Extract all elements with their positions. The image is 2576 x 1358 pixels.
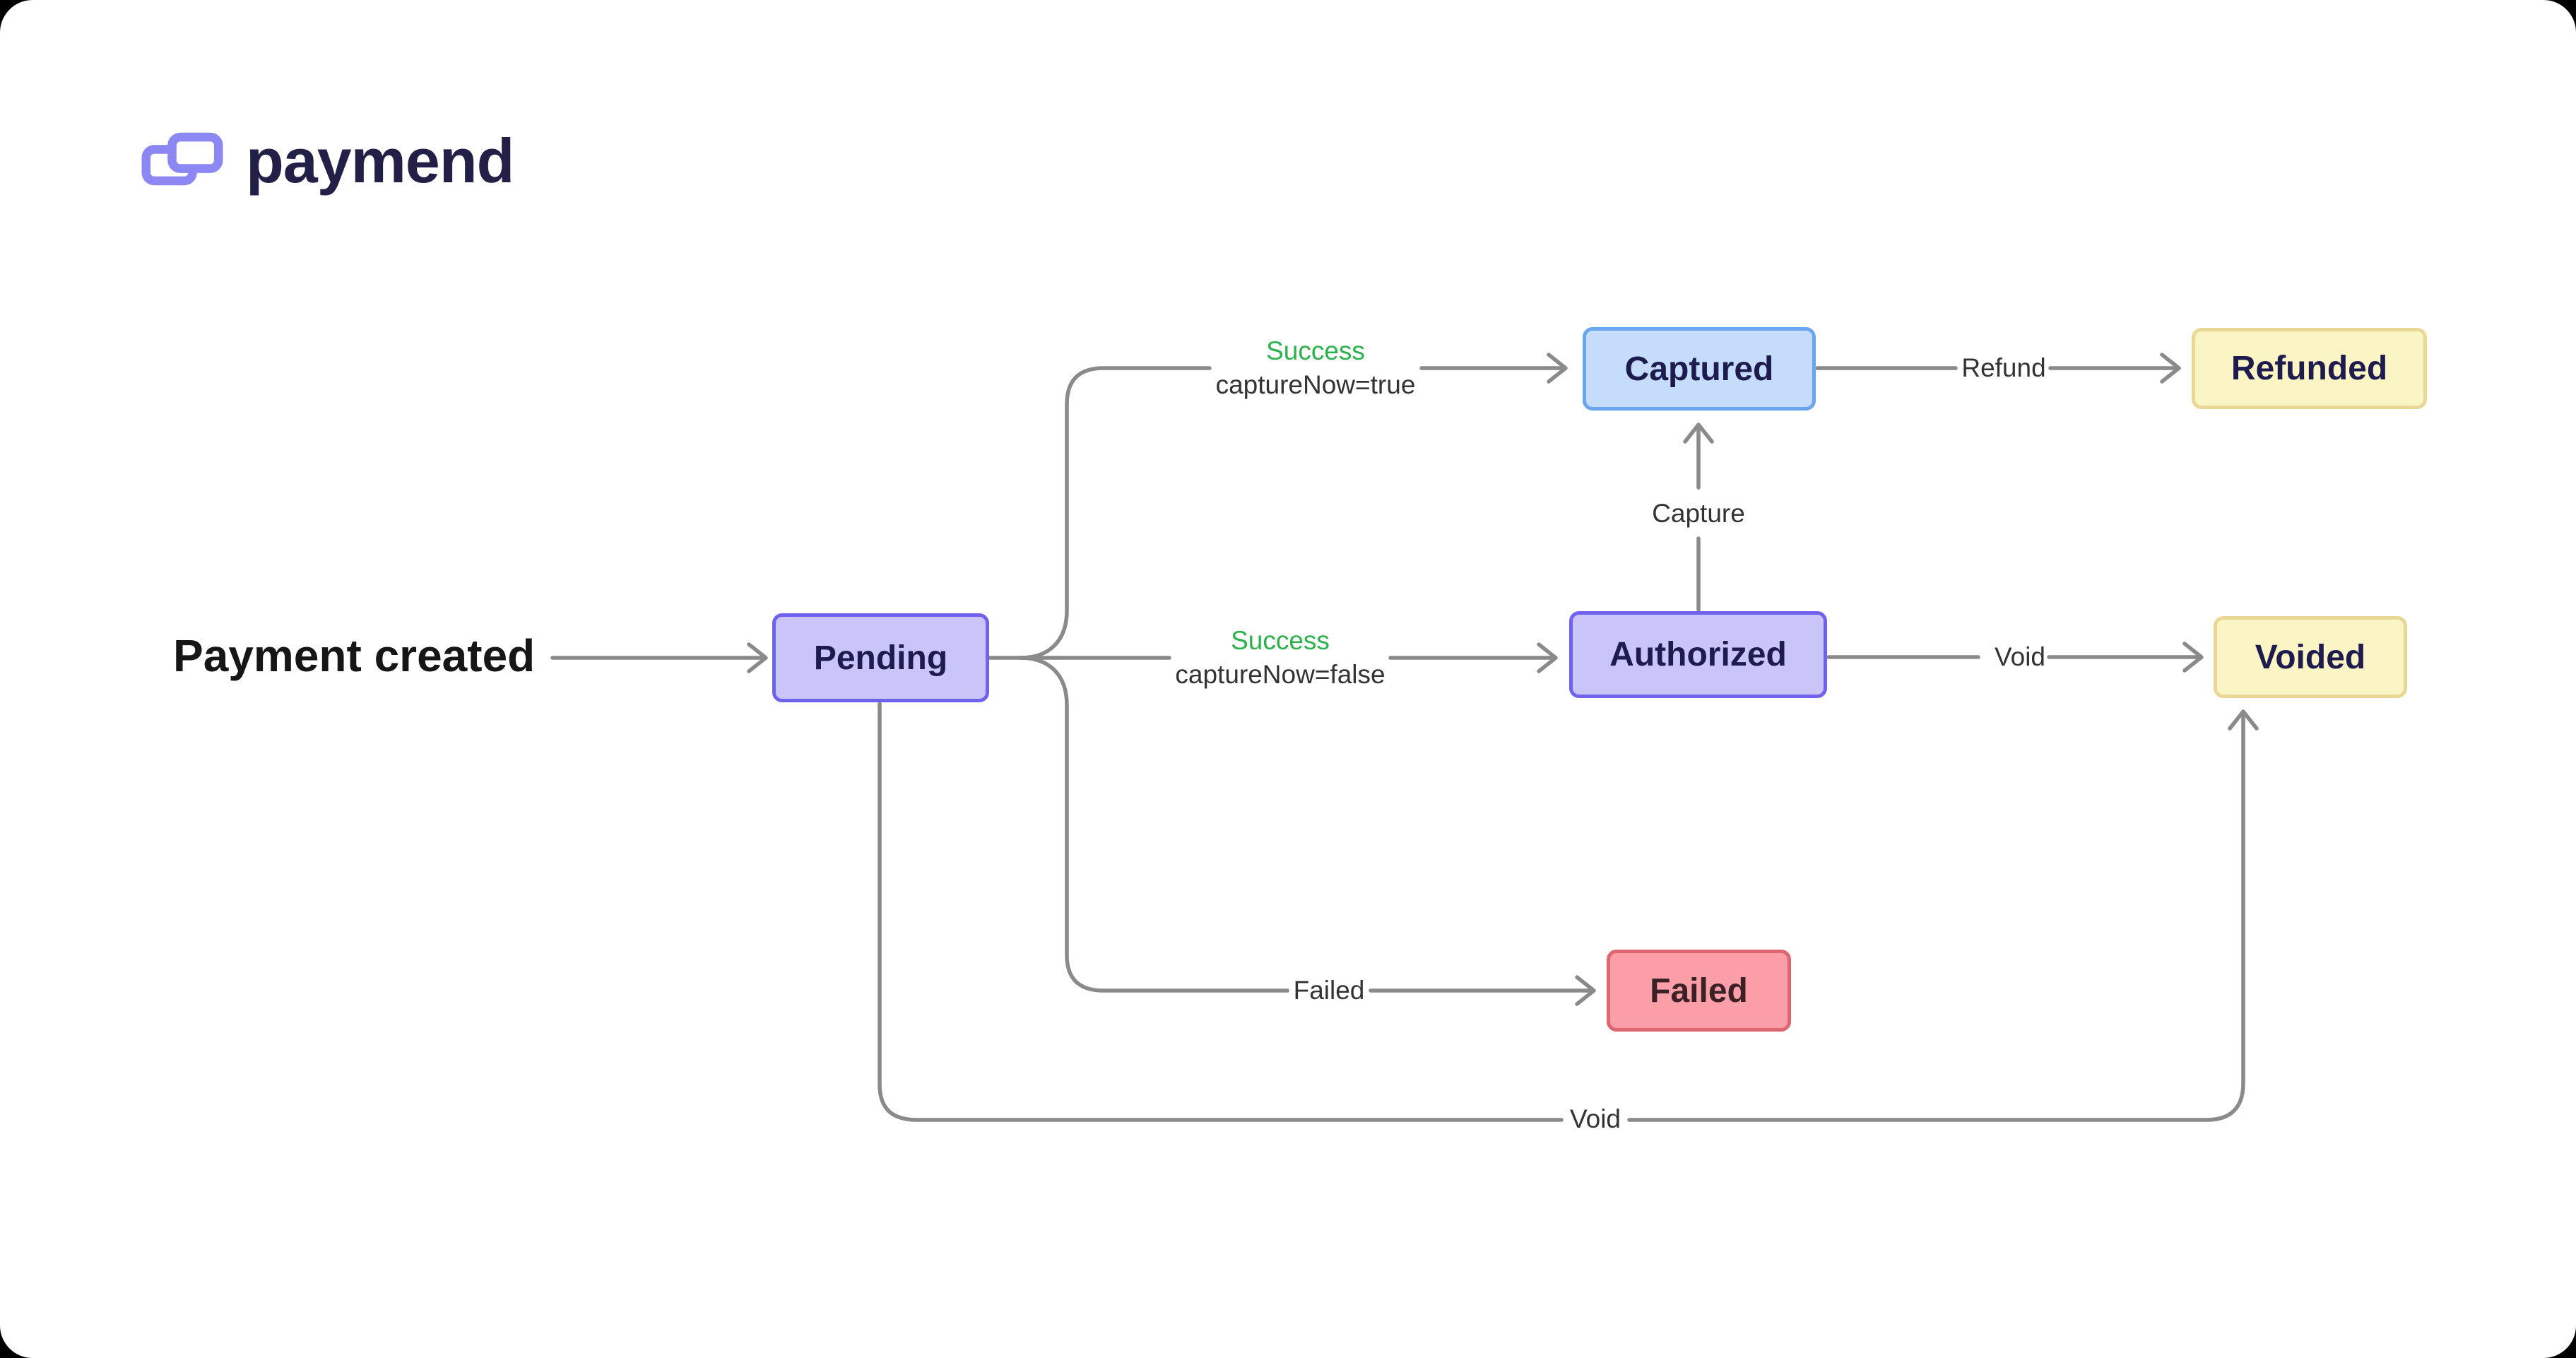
edge-void-pending-2 [1627,713,2245,1122]
edge-label-refund: Refund [1961,353,2046,382]
chain-link-icon [141,132,223,186]
brand-name: paymend [246,126,514,196]
arrowhead-capture [1683,423,1714,444]
edge-label-capture: Capture [1652,498,1745,528]
node-refunded: Refunded [2192,328,2427,409]
edge-capture-now-true [1018,366,1212,660]
arrowhead-void-pending [2228,709,2259,731]
edge-label-capture-now-true: Success captureNow=true [1216,334,1416,402]
node-pending: Pending [772,613,989,702]
arrowhead-capture-now-true [1547,353,1568,384]
edge-label-capture-now-false: Success captureNow=false [1175,624,1385,692]
arrowhead-create [747,642,768,673]
node-captured: Captured [1583,327,1816,411]
edge-label-void-pending: Void [1569,1104,1621,1133]
arrowhead-refund [2160,353,2181,384]
edge-void-pending [878,702,1564,1122]
edge-label-void-authorized: Void [1994,642,2046,671]
node-voided-label: Voided [2255,638,2366,676]
brand-logo: paymend [141,126,514,192]
node-voided: Voided [2214,616,2407,698]
node-refunded-label: Refunded [2231,350,2388,387]
arrowhead-capture-now-false [1537,642,1558,673]
edge-label-capture-now-true-condition: captureNow=true [1215,370,1416,399]
edge-label-fail: Failed [1293,975,1365,1005]
node-authorized: Authorized [1569,611,1827,698]
edge-fail [1018,656,1289,993]
arrowhead-void-authorized [2182,642,2204,673]
arrowhead-fail [1575,975,1596,1006]
edge-label-capture-now-false-status: Success [1231,625,1330,655]
edge-label-capture-now-true-status: Success [1266,336,1365,365]
node-captured-label: Captured [1624,350,1774,388]
node-pending-label: Pending [813,639,948,677]
node-failed-label: Failed [1650,972,1748,1010]
node-authorized-label: Authorized [1609,636,1787,673]
start-label: Payment created [173,630,536,682]
node-failed: Failed [1607,950,1791,1032]
edge-label-capture-now-false-condition: captureNow=false [1175,660,1386,689]
